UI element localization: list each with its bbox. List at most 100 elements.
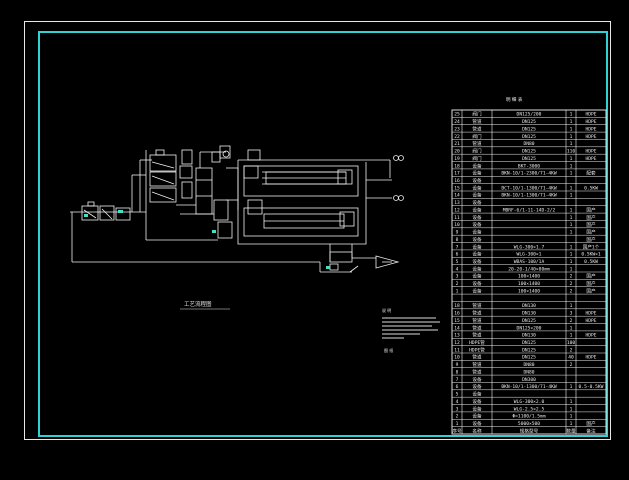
bom-cell-name: 阀门 [472, 133, 482, 140]
bom-cell-name: 设备 [472, 413, 482, 420]
bom-cell-spec: DN125 [522, 126, 536, 132]
bom-cell-spec: DN125 [522, 347, 536, 353]
bom-cell-name: 管道 [472, 317, 482, 324]
bom-cell-spec: DN125 [522, 156, 536, 162]
bom-cell-name: 设备 [472, 280, 482, 287]
bom-cell-no: 5 [456, 392, 459, 398]
bom-cell-no: 24 [454, 119, 460, 125]
process-title: 工艺流程图 [184, 300, 212, 308]
bom-cell-qty: 1 [570, 134, 573, 140]
bom-cell-spec: DN80 [523, 362, 534, 368]
bom-cell-spec: DN125/200 [517, 112, 542, 118]
bom-cell-qty: 1 [570, 141, 573, 147]
bom-cell-spec: DN125 [522, 340, 536, 346]
bom-cell-no: 1 [456, 288, 459, 294]
bom-cell-name: 设备 [472, 206, 482, 213]
bom-cell-qty: 100 [567, 340, 576, 346]
bom-cell-qty: 1 [570, 185, 573, 191]
bom-cell-note: 国产 [586, 287, 596, 294]
bom-title: 明 细 表 [506, 96, 523, 103]
bom-cell-qty: 1 [570, 112, 573, 118]
bom-cell-note: 配套 [586, 170, 596, 177]
bom-cell-qty: 2 [570, 288, 573, 294]
bom-cell-name: 设备 [472, 236, 482, 243]
bom-cell-no: 13 [454, 200, 460, 206]
bom-cell-qty: 1 [570, 421, 573, 427]
bom-cell-name: 设备 [472, 192, 482, 199]
bom-cell-no: 12 [454, 207, 460, 213]
bom-cell-no: 4 [456, 266, 459, 272]
bom-cell-qty: 1 [570, 215, 573, 221]
bom-cell-no: 1 [456, 421, 459, 427]
bom-cell-qty: 3 [570, 311, 573, 317]
bom-cell-qty: 2 [570, 281, 573, 287]
bom-cell-qty: 2 [570, 362, 573, 368]
bom-cell-qty: 1 [570, 156, 573, 162]
bom-cell-no: 19 [454, 156, 460, 162]
bom-cell-qty: 1 [570, 244, 573, 250]
bom-row: 12 HDPE管 DN125 100 [454, 339, 575, 346]
bom-cell-no: 22 [454, 134, 460, 140]
bom-cell-no: 23 [454, 126, 460, 132]
bom-cell-note: 国产 [586, 229, 596, 236]
bom-row: 5 设备 [456, 391, 482, 398]
bom-cell-note: 国产1个 [583, 243, 600, 250]
process-flow-diagram [70, 145, 404, 273]
bom-cell-name: 管道 [472, 302, 482, 309]
bom-cell-no: 7 [456, 244, 459, 250]
bom-cell-name: 名称 [472, 427, 482, 434]
bom-cell-spec: BCT-10/1-1300/71-4KW [501, 185, 557, 191]
bom-cell-no: 11 [454, 215, 460, 221]
bom-cell-name: 设备 [472, 383, 482, 390]
bom-cell-note: 0.5-0.5KW [579, 384, 604, 390]
bom-cell-no: 12 [454, 340, 460, 346]
bom-cell-spec: 100×1400 [518, 281, 540, 287]
bom-cell-name: 设备 [472, 273, 482, 280]
bom-cell-note: 0.5KW×1 [581, 252, 601, 258]
bom-cell-name: 管道 [472, 140, 482, 147]
bom-cell-note: HDPE [585, 318, 596, 324]
bom-cell-spec: 5000×500 [518, 421, 540, 427]
bom-cell-spec: WBAS-100/1A [514, 259, 545, 265]
bom-cell-name: 阀门 [472, 111, 482, 118]
bom-cell-note: 备注 [586, 427, 596, 434]
bom-cell-qty: 1 [570, 252, 573, 258]
bom-cell-name: HDPE管 [469, 339, 485, 346]
bom-cell-no: 21 [454, 141, 460, 147]
bom-cell-name: 设备 [472, 391, 482, 398]
bom-cell-no: 10 [454, 355, 460, 361]
bom-cell-spec: WLG-300×2.0 [514, 399, 545, 405]
bom-cell-no: 3 [456, 406, 459, 412]
bom-cell-no: 8 [456, 237, 459, 243]
process-accent-marks [84, 210, 330, 269]
bom-cell-qty: 1 [570, 207, 573, 213]
bom-cell-note: 国产 [586, 221, 596, 228]
bom-cell-name: HDPE管 [469, 346, 485, 353]
bom-cell-qty: 1 [570, 325, 573, 331]
bom-cell-qty: 1 [570, 171, 573, 177]
bom-cell-spec: DN130 [522, 303, 536, 309]
drawing-frame [24, 21, 611, 440]
bom-cell-no: 4 [456, 399, 459, 405]
bom-cell-name: 管道 [472, 125, 482, 132]
bom-cell-qty: 2 [570, 318, 573, 324]
bom-cell-no: 15 [454, 318, 460, 324]
bom-cell-name: 管道 [472, 368, 482, 375]
bom-cell-name: 设备 [472, 251, 482, 258]
bom-cell-qty: 1 [570, 266, 573, 272]
bom-cell-note: HDPE [585, 355, 596, 361]
bom-cell-name: 设备 [472, 258, 482, 265]
